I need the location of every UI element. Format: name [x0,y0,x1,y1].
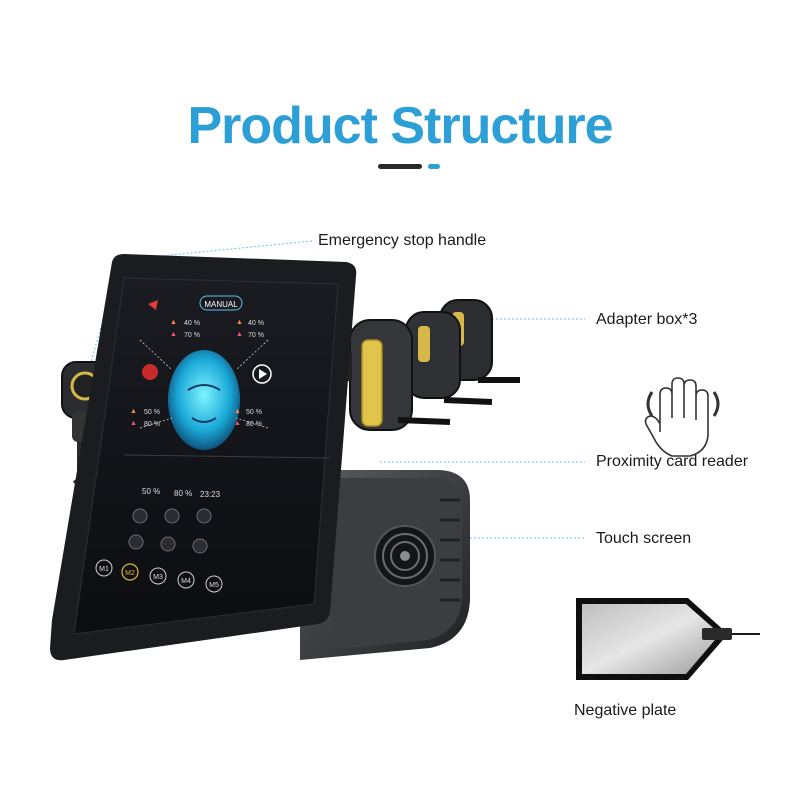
svg-text:▲: ▲ [170,331,177,338]
svg-text:▲: ▲ [236,319,243,326]
touch-screen-unit [50,254,357,661]
mode-badge [199,295,243,311]
face-hologram [168,350,240,450]
page-title: Product Structure [187,97,613,155]
svg-text:▲: ▲ [130,420,137,427]
fan-icon [374,525,436,587]
mode-buttons: M1 M2 M3 M4 M5 [95,559,223,593]
mode-button-3: M3 [153,574,163,581]
title-underline-dark [378,164,422,169]
mode-button-5: M5 [209,582,219,589]
stat-3: 23:23 [200,490,221,499]
negative-plate [576,598,760,680]
label-emergency-stop-handle: Emergency stop handle [318,232,487,249]
mode-label: MANUAL [204,300,238,309]
svg-text:40 %: 40 % [248,320,264,327]
svg-text:40 %: 40 % [184,320,200,327]
svg-text:50 %: 50 % [246,409,262,416]
svg-text:▲: ▲ [130,408,137,415]
label-negative-plate: Negative plate [574,702,677,719]
svg-text:80 %: 80 % [246,421,262,428]
hand-sensor-icon [644,377,720,457]
label-touch-screen: Touch screen [596,530,692,547]
readout-bottom-right: ▲ 50 % ▲ 80 % [234,408,262,428]
svg-text:70 %: 70 % [184,332,200,339]
svg-text:80 %: 80 % [144,421,160,428]
stat-2: 80 % [174,489,192,498]
bottom-stats: 50 % 80 % 23:23 [142,487,221,499]
label-proximity-card-reader: Proximity card reader [596,453,749,470]
stop-icon [142,364,158,380]
handpiece-2 [405,311,493,405]
play-icon [252,364,272,384]
mode-button-1: M1 [99,566,109,573]
svg-text:▲: ▲ [234,420,241,427]
svg-text:70 %: 70 % [248,332,264,339]
label-adapter-box: Adapter box*3 [596,311,698,328]
screen-ui: MANUAL ▲ 40 % ▲ 70 % ▲ 40 % ▲ 70 % ▲ 50 … [95,295,331,593]
svg-text:▲: ▲ [236,331,243,338]
svg-text:▲: ▲ [170,319,177,326]
svg-text:▲: ▲ [234,408,241,415]
readout-bottom-left: ▲ 50 % ▲ 80 % [130,408,160,428]
mode-button-2: M2 [125,570,135,577]
plus-minus-controls [128,508,212,554]
mode-button-4: M4 [181,578,191,585]
readout-top-right: ▲ 40 % ▲ 70 % [236,319,264,339]
readout-top-left: ▲ 40 % ▲ 70 % [170,319,200,339]
svg-text:50 %: 50 % [144,409,160,416]
title-underline-accent [428,164,440,169]
logo-icon [148,300,158,310]
stat-1: 50 % [142,487,160,496]
